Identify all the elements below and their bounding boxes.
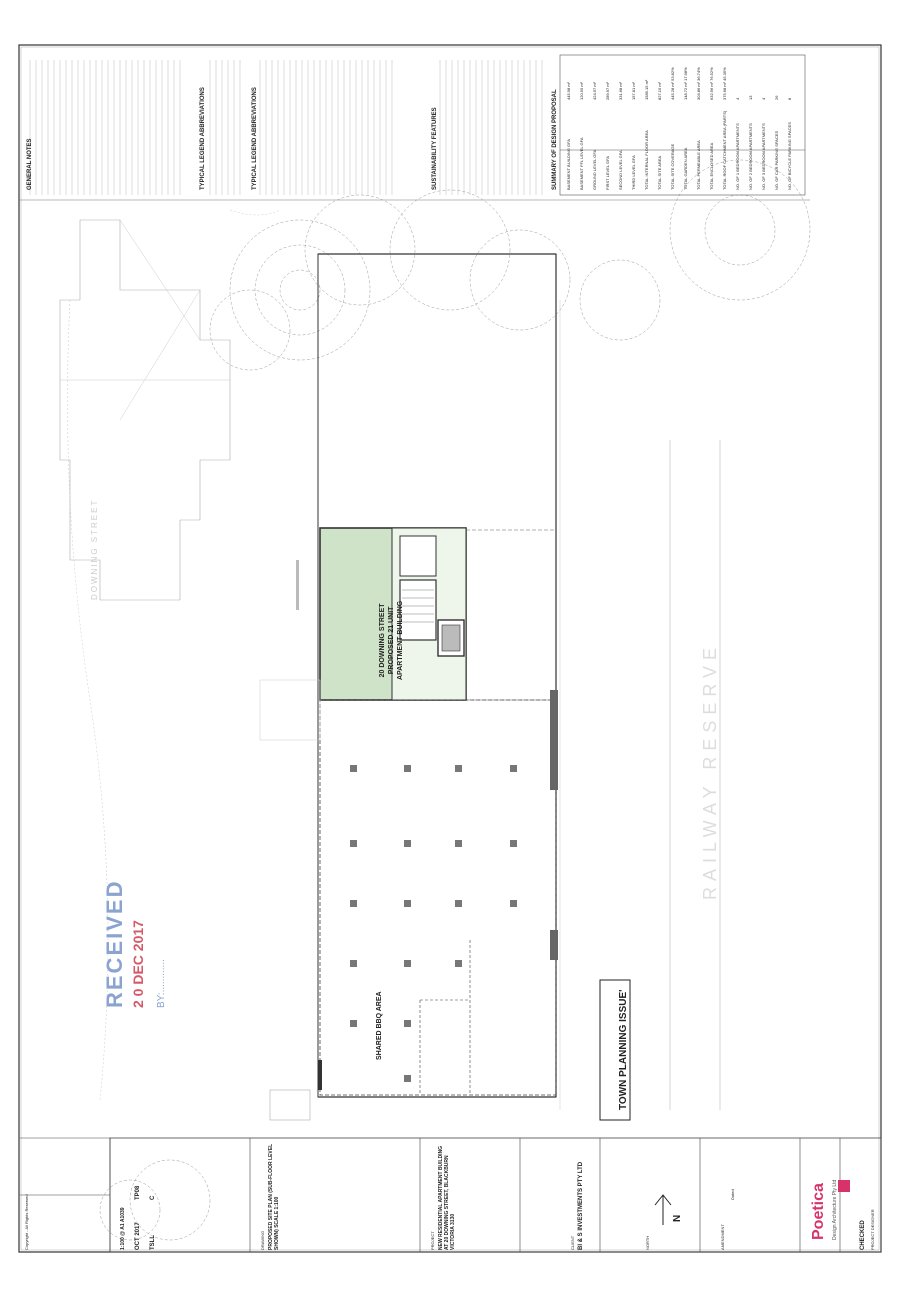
summary-row-label: NO. OF CAR PARKING SPACES: [774, 130, 779, 190]
summary-row-label: SECOND LEVEL GFA: [618, 150, 623, 190]
drawing-name: PROPOSED SITE PLAN (SUB-FLOOR LEVEL SHOW…: [268, 1143, 280, 1250]
summary-row-value: 424.97 m²: [592, 81, 597, 100]
date-value: OCT 2017: [135, 1222, 141, 1250]
summary-row-label: NO. OF BICYCLE PARKING SPACES: [787, 122, 792, 190]
railway-label: RAILWAY RESERVE: [700, 641, 720, 900]
building-label-line-3: APARTMENT BUILDING: [397, 600, 404, 680]
dated-label: Dated: [730, 1189, 735, 1200]
company-logo: Poetica: [810, 1183, 827, 1240]
summary-row-label: NO. OF 3 BEDROOM APARTMENTS: [761, 123, 766, 190]
scale-value: 1:100 @ A1 A1039: [120, 1207, 126, 1250]
tree-canopies: [99, 159, 811, 1241]
sustainability-title: SUSTAINABILITY FEATURES: [432, 107, 438, 190]
title-block: [109, 1137, 882, 1253]
logo-mark: [838, 1180, 850, 1192]
summary-row-value: 445.28 m² 53.82%: [670, 67, 675, 100]
summary-row-label: TOTAL SITE AREA: [657, 155, 662, 190]
summary-row-label: TOTAL GARDEN AREA: [683, 147, 688, 190]
summary-row-value: 4: [761, 97, 766, 100]
notes-text-lines: [29, 60, 543, 195]
summary-row-label: TOTAL ENCLOSED AREA: [709, 142, 714, 190]
summary-row-label: TOTAL ROOF CATCHMENT AREA (PARTS): [722, 110, 727, 190]
summary-row-value: 375.68 m² 45.35%: [722, 67, 727, 100]
stamp-word: RECEIVED: [102, 879, 127, 1008]
basement-outline: [319, 699, 557, 1096]
neighbour-house: [59, 219, 231, 601]
drawing-label: DRAWING: [260, 1230, 265, 1250]
summary-row-value: 148.72 m² 17.98%: [683, 67, 688, 100]
received-stamp: RECEIVED 2 0 DEC 2017 BY:............: [98, 868, 167, 1008]
checked-label: CHECKED: [860, 1220, 866, 1250]
town-planning-box: [599, 979, 631, 1121]
summary-row-label: TOTAL INTERNAL FLOOR AREA: [644, 130, 649, 190]
summary-row-value: 289.97 m²: [605, 81, 610, 100]
column-grid: [350, 765, 517, 1082]
summary-row-label: BASEMENT BUILDING GFA: [566, 138, 571, 190]
summary-table: [559, 54, 806, 196]
summary-row-value: 827.15 m²: [657, 81, 662, 100]
summary-row-value: 8: [787, 97, 792, 100]
summary-row-value: 303.86 m² 36.74%: [696, 67, 701, 100]
project-name: NEW RESIDENTIAL APARTMENT BUILDING AT 20…: [438, 1145, 456, 1250]
wall-segment: [550, 690, 558, 790]
general-notes-title: GENERAL NOTES: [27, 138, 33, 190]
summary-row-label: BASEMENT FFL LEVEL GFA: [579, 137, 584, 190]
shared-bbq-label: SHARED BBQ AREA: [376, 991, 383, 1060]
summary-row-value: 13: [748, 95, 753, 100]
copyright: Copyright - All Rights Reserved: [24, 1194, 29, 1250]
summary-row-label: THIRD LEVEL GFA: [631, 155, 636, 190]
summary-row-label: TOTAL PERMEABLE AREA: [696, 140, 701, 190]
revision: C: [150, 1195, 156, 1200]
summary-row-value: 1589.15 m²: [644, 79, 649, 100]
north-arrow: [654, 1194, 672, 1225]
summary-row-value: 120.55 m²: [579, 81, 584, 100]
summary-row-value: 331.68 m²: [618, 81, 623, 100]
building-label-line-1: 20 DOWNING STREET: [379, 603, 386, 678]
typical-legend-title-2: TYPICAL LEGEND ABBREVIATIONS: [252, 87, 258, 190]
drawing-number: TP08: [135, 1185, 141, 1200]
summary-row-value: 4: [735, 97, 740, 100]
summary-row-value: 157.81 m²: [631, 81, 636, 100]
client-name: BI & S INVESTMENTS PTY LTD: [578, 1161, 584, 1250]
summary-row-value: 445.98 m²: [566, 81, 571, 100]
street-label: DOWNING STREET: [90, 498, 99, 600]
summary-row-label: GROUND LEVEL GFA: [592, 149, 597, 190]
building-label-line-2: PROPOSED 21 UNIT: [388, 606, 395, 675]
stamp-by: BY:............: [156, 959, 167, 1008]
summary-row-value: 26: [774, 95, 779, 100]
drawn-by: TSLL: [150, 1235, 156, 1250]
project-label: PROJECT: [430, 1231, 435, 1250]
typical-legend-title: TYPICAL LEGEND ABBREVIATIONS: [200, 87, 206, 190]
summary-row-label: FIRST LEVEL GFA: [605, 155, 610, 190]
amendment-label: AMENDMENT: [720, 1224, 725, 1250]
building-label: 20 DOWNING STREET PROPOSED 21 UNIT APART…: [378, 601, 405, 680]
client-label: CLIENT: [570, 1235, 575, 1250]
town-planning-issue: TOWN PLANNING ISSUE': [618, 989, 629, 1110]
summary-title: SUMMARY OF DESIGN PROPOSAL: [552, 89, 558, 190]
summary-row-value: 632.96 m² 76.52%: [709, 67, 714, 100]
company-sub: Design Architecture Pty Ltd: [832, 1179, 838, 1240]
project-designer-label: PROJECT DESIGNER: [870, 1209, 875, 1250]
north-letter: N: [672, 1214, 683, 1222]
summary-row-label: TOTAL SITE COVERAGE: [670, 143, 675, 190]
summary-row-label: NO. OF 2 BEDROOM APARTMENTS: [748, 123, 753, 190]
summary-row-label: NO. OF 1 BEDROOM APARTMENTS: [735, 123, 740, 190]
stamp-date: 2 0 DEC 2017: [130, 920, 146, 1008]
north-label: NORTH: [645, 1235, 650, 1250]
